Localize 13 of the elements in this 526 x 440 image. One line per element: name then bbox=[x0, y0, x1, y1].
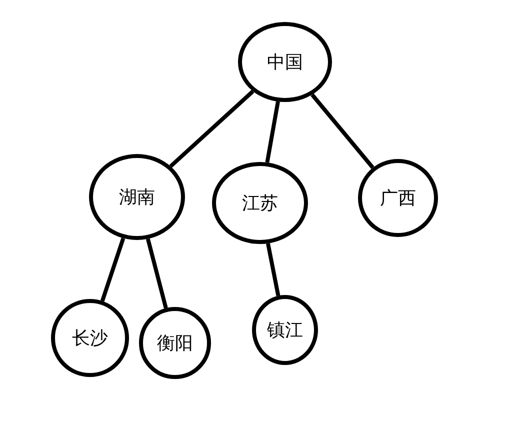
connector-line bbox=[310, 93, 374, 169]
circle-node: 长沙 bbox=[51, 299, 129, 377]
circle-node: 广西 bbox=[358, 159, 438, 237]
circle-node: 江苏 bbox=[212, 162, 308, 244]
connector-line bbox=[265, 101, 280, 163]
circle-node: 湖南 bbox=[89, 154, 185, 240]
connector-line bbox=[169, 90, 254, 168]
connector-line bbox=[146, 238, 168, 309]
connector-line bbox=[100, 238, 126, 302]
circle-node: 衡阳 bbox=[139, 307, 211, 379]
circle-node: 镇江 bbox=[252, 295, 318, 365]
connector-line bbox=[266, 243, 280, 296]
circle-node: 中国 bbox=[238, 22, 332, 102]
